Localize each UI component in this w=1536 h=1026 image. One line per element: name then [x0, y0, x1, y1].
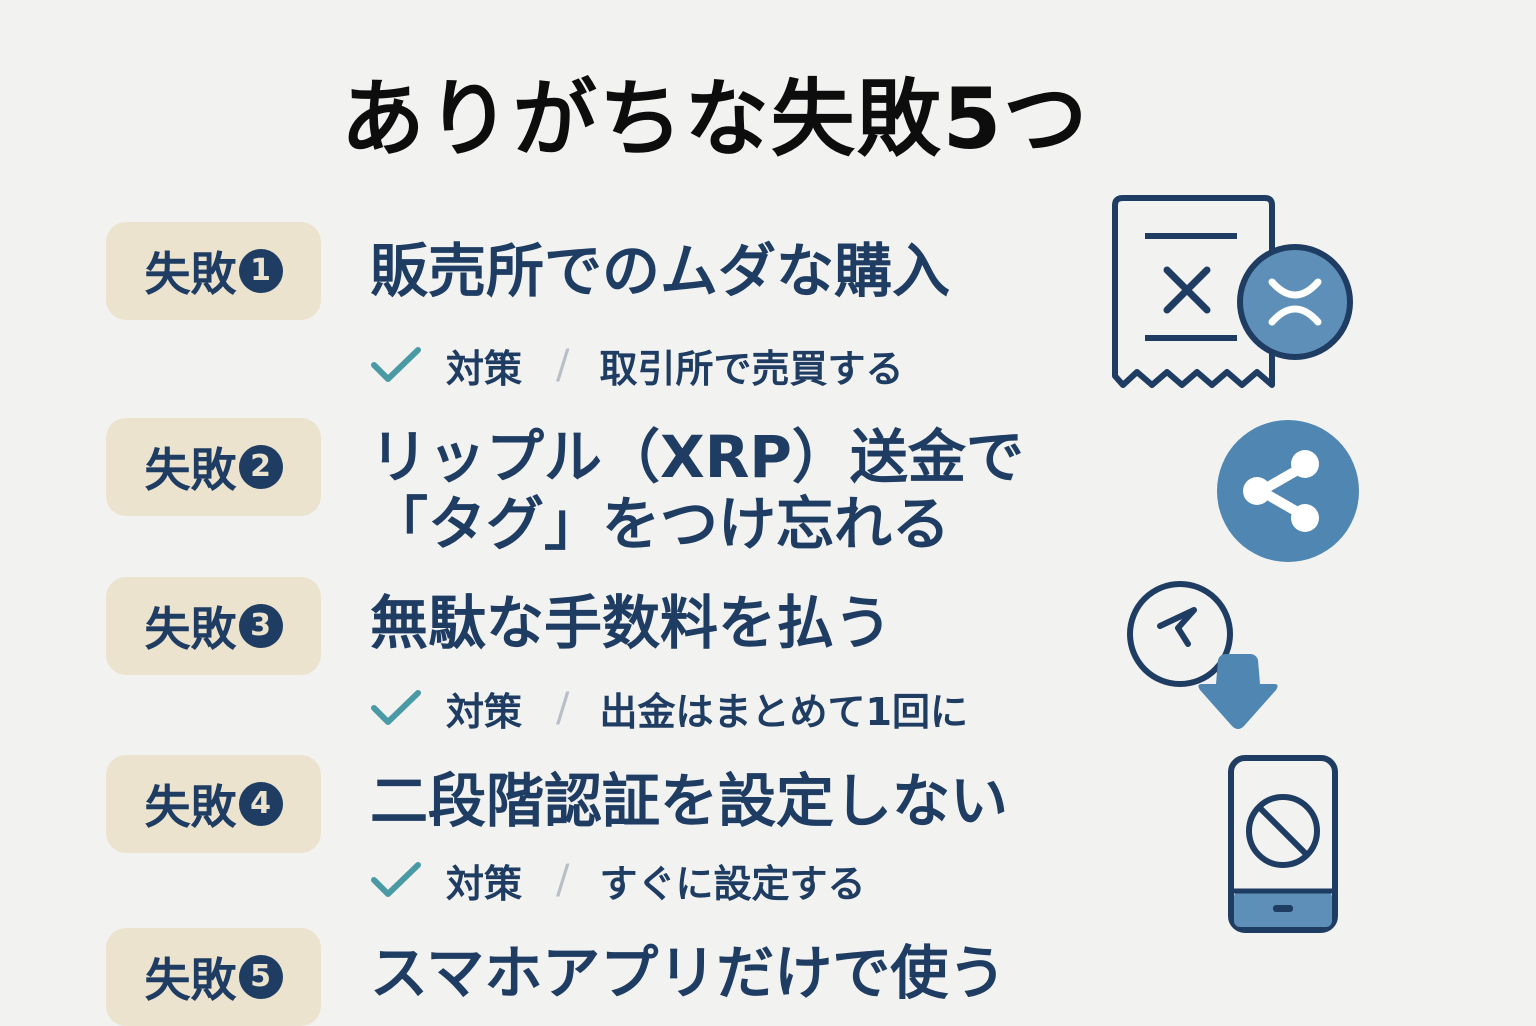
badge-label: 失敗 — [144, 443, 237, 497]
badge-label: 失敗 — [144, 780, 237, 834]
heading-line: スマホアプリだけで使う — [370, 939, 1007, 1007]
countermeasure-1: 対策 / 取引所で売買する — [370, 340, 904, 391]
check-icon — [371, 690, 421, 725]
badge-label: 失敗 — [144, 602, 237, 656]
countermeasure-text: すぐに設定する — [599, 861, 866, 906]
failure-heading-4: 二段階認証を設定しない — [370, 768, 1008, 835]
separator: / — [556, 685, 570, 731]
badge-number: 5 — [238, 955, 283, 999]
check-icon — [371, 862, 421, 897]
countermeasure-text: 出金はまとめて1回に — [599, 689, 968, 734]
page-title: ありがちな失敗5つ — [340, 70, 1090, 168]
heading-line: 販売所でのムダな購入 — [370, 237, 951, 305]
fee-clock-down-icon — [1127, 581, 1278, 729]
badge-label: 失敗 — [144, 953, 237, 1007]
failure-heading-2: リップル（XRP）送金で 「タグ」をつけ忘れる — [370, 424, 1024, 557]
countermeasure-text: 取引所で売買する — [599, 346, 904, 391]
heading-line: 二段階認証を設定しない — [370, 767, 1009, 835]
badge-number: 4 — [238, 782, 283, 826]
failure-heading-5: スマホアプリだけで使う — [370, 940, 1006, 1007]
countermeasure-label: 対策 — [446, 861, 523, 906]
heading-line: 「タグ」をつけ忘れる — [370, 489, 951, 558]
separator: / — [556, 342, 570, 388]
separator: / — [556, 857, 570, 903]
badge-number: 3 — [238, 604, 283, 648]
countermeasure-label: 対策 — [446, 346, 523, 391]
check-icon — [371, 347, 421, 382]
badge-number: 2 — [238, 445, 283, 489]
xrp-logo-icon — [1217, 420, 1359, 562]
heading-line: 無駄な手数料を払う — [370, 589, 893, 657]
countermeasure-4: 対策 / すぐに設定する — [370, 855, 866, 906]
heading-line: リップル（XRP）送金で — [370, 423, 1024, 491]
countermeasure-label: 対策 — [446, 689, 523, 734]
badge-number: 1 — [238, 249, 283, 293]
phone-prohibited-icon — [1228, 755, 1338, 933]
badge-label: 失敗 — [144, 247, 237, 301]
failure-heading-3: 無駄な手数料を払う — [370, 590, 892, 657]
countermeasure-3: 対策 / 出金はまとめて1回に — [370, 683, 968, 734]
receipt-xrp-icon — [1112, 195, 1353, 388]
failure-heading-1: 販売所でのムダな購入 — [370, 238, 950, 305]
